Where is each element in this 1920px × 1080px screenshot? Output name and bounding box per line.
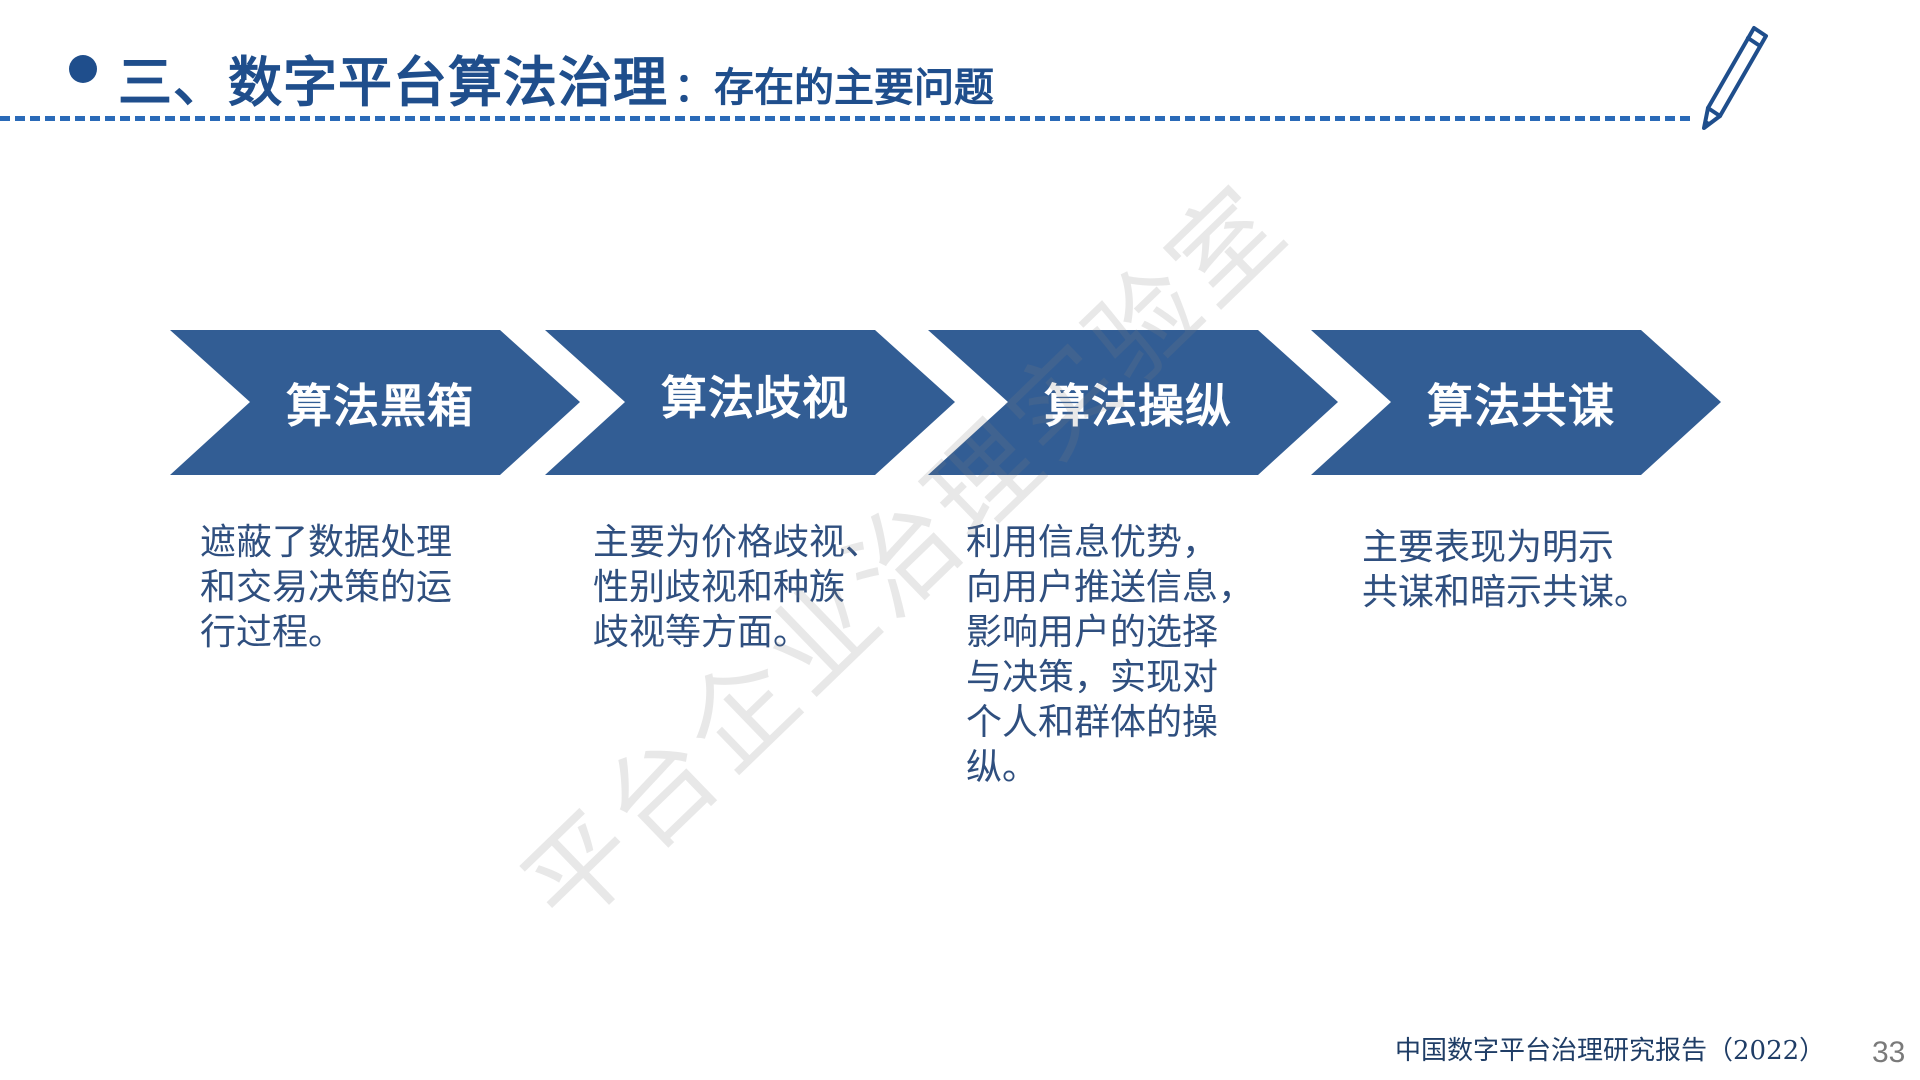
footer-report-title: 中国数字平台治理研究报告（2022） bbox=[1395, 1036, 1826, 1066]
step-description-manipulation: 利用信息优势， 向用户推送信息， 影响用户的选择 与决策，实现对 个人和群体的操… bbox=[966, 522, 1255, 788]
step-algorithm-discrimination: 算法歧视 bbox=[545, 330, 955, 475]
title-main: 三、数字平台算法治理 bbox=[118, 51, 668, 114]
step-algorithm-blackbox: 算法黑箱 bbox=[170, 330, 580, 475]
step-description-blackbox: 遮蔽了数据处理 和交易决策的运 行过程。 bbox=[200, 522, 453, 653]
bullet-dot-icon bbox=[69, 55, 97, 83]
chevron-shape bbox=[1311, 330, 1721, 475]
step-algorithm-collusion: 算法共谋 bbox=[1311, 330, 1721, 475]
pen-icon bbox=[1692, 20, 1772, 135]
step-label: 算法操纵 bbox=[1044, 378, 1232, 433]
page-title: 三、数字平台算法治理 ：存在的主要问题 bbox=[118, 38, 994, 114]
step-label: 算法共谋 bbox=[1427, 378, 1615, 433]
step-description-collusion: 主要表现为明示 共谋和暗示共谋。 bbox=[1362, 527, 1651, 613]
chevron-shape bbox=[545, 330, 955, 475]
step-algorithm-manipulation: 算法操纵 bbox=[928, 330, 1338, 475]
title-subtitle: ：存在的主要问题 bbox=[674, 65, 994, 111]
step-description-discrimination: 主要为价格歧视、 性别歧视和种族 歧视等方面。 bbox=[593, 522, 882, 653]
chevron-shape bbox=[170, 330, 580, 475]
step-label: 算法歧视 bbox=[661, 370, 849, 425]
chevron-shape bbox=[928, 330, 1338, 475]
dashed-divider bbox=[0, 116, 1690, 121]
step-label: 算法黑箱 bbox=[286, 378, 474, 433]
page-number: 33 bbox=[1872, 1036, 1906, 1069]
